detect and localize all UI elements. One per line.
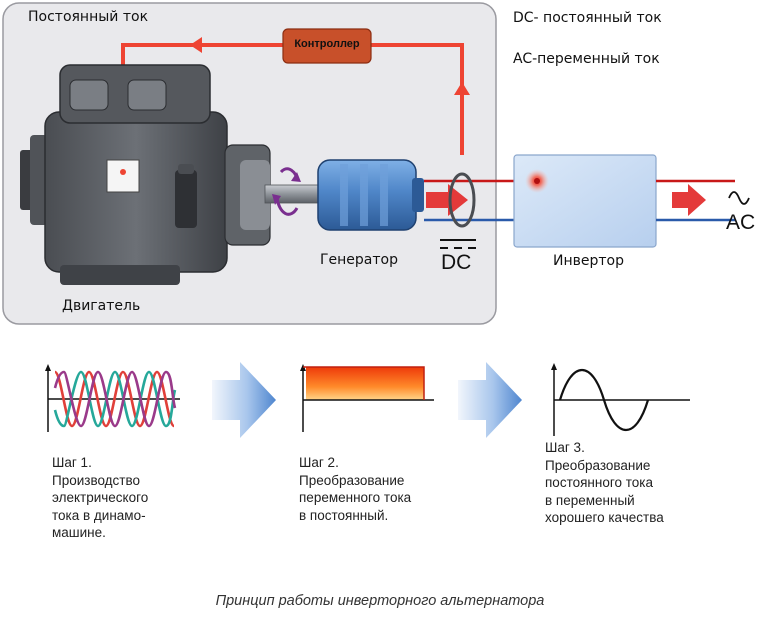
legend-dc: DC- постоянный ток xyxy=(513,10,662,26)
legend-ac: AC-переменный ток xyxy=(513,51,660,67)
step2-line: переменного тока xyxy=(299,490,412,505)
step3-line: Преобразование xyxy=(545,457,651,473)
flow-arrow-icon xyxy=(426,184,468,216)
inverter-label: Инвертор xyxy=(553,253,624,269)
engine-label: Двигатель xyxy=(62,298,141,314)
ac-flow-arrow-icon xyxy=(672,184,706,216)
step2-chart xyxy=(300,364,434,432)
dc-symbol xyxy=(440,239,476,249)
phase-wave-1 xyxy=(53,370,176,428)
ac-sine-output xyxy=(558,369,650,431)
phase-wave-3 xyxy=(53,370,177,428)
step3-chart xyxy=(551,363,690,436)
current-sensor-ring xyxy=(448,172,476,228)
step2-line: Преобразование xyxy=(299,472,405,488)
controller-label: Контроллер xyxy=(294,38,360,50)
ac-label: AC xyxy=(726,211,756,234)
dc-source-label: Постоянный ток xyxy=(28,9,149,25)
step2-text: Шаг 2. Преобразование переменного тока в… xyxy=(299,454,449,524)
generator xyxy=(317,159,424,231)
step2-title: Шаг 2. xyxy=(299,455,339,470)
phase-wave-2 xyxy=(53,370,177,428)
step1-line: машине. xyxy=(52,525,106,540)
dc-level-bar xyxy=(306,367,424,400)
step1-chart xyxy=(45,364,180,432)
sine-wave-icon xyxy=(728,191,750,205)
step1-title: Шаг 1. xyxy=(52,455,92,470)
step3-line: постоянного тока xyxy=(545,475,653,490)
engine-sensor xyxy=(106,159,140,193)
inverter-box xyxy=(513,154,657,248)
figure-caption: Принцип работы инверторного альтернатора xyxy=(215,593,545,609)
step-arrow-2 xyxy=(458,362,522,438)
step2-line: в постоянный. xyxy=(299,507,389,523)
step1-line: Производство xyxy=(52,472,141,488)
step1-line: электрического xyxy=(52,490,149,505)
step3-title: Шаг 3. xyxy=(545,440,585,455)
step3-line: хорошего качества xyxy=(545,510,664,525)
step3-line: в переменный xyxy=(545,492,635,508)
engine xyxy=(20,64,271,285)
loop-arrowhead-up xyxy=(454,82,470,95)
step1-line: тока в динамо- xyxy=(52,507,146,523)
step-arrow-1 xyxy=(212,362,276,438)
step3-text: Шаг 3. Преобразование постоянного тока в… xyxy=(545,439,705,527)
controller-box xyxy=(282,28,372,64)
step1-text: Шаг 1. Производство электрического тока … xyxy=(52,454,202,542)
loop-arrowhead-left xyxy=(190,37,202,53)
dc-label: DC xyxy=(441,251,472,274)
generator-label: Генератор xyxy=(320,252,398,268)
